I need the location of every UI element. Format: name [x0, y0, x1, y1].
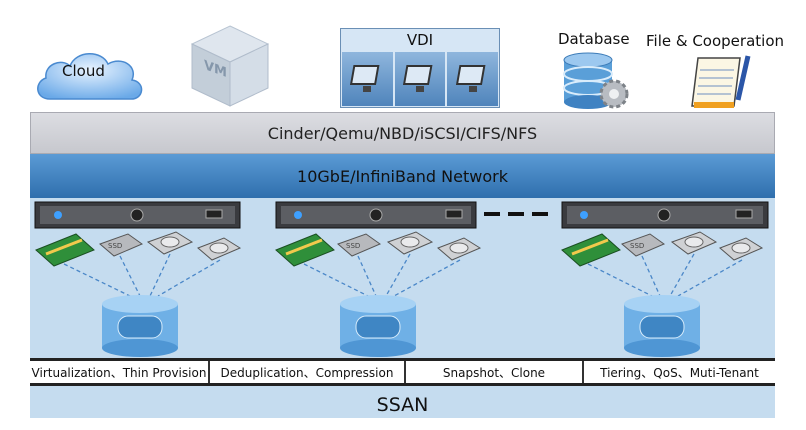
cloud-icon — [30, 44, 150, 106]
server-icon — [275, 201, 477, 229]
file-cooperation-label: File & Cooperation — [646, 32, 785, 50]
database-label: Database — [558, 30, 630, 48]
vdi-monitors — [342, 52, 499, 106]
svg-text:SSD: SSD — [108, 242, 122, 250]
ssd-icon: SSD — [337, 233, 382, 257]
vdi-label: VDI — [406, 31, 434, 49]
storage-pool-icon — [624, 295, 700, 357]
network-bar: 10GbE/InfiniBand Network — [30, 154, 775, 198]
raid-card-icon — [561, 233, 621, 267]
storage-node-2: SSD — [272, 198, 502, 358]
protocol-bar: Cinder/Qemu/NBD/iSCSI/CIFS/NFS — [30, 112, 775, 154]
more-nodes-ellipsis — [484, 212, 556, 218]
hard-disk-icon — [670, 231, 718, 255]
notepad-pen-icon — [688, 54, 758, 110]
storage-node-1: SSD — [30, 198, 260, 358]
hard-disk-icon — [197, 237, 242, 261]
hard-disk-icon — [386, 231, 434, 255]
feature-deduplication: Deduplication、Compression — [210, 361, 406, 383]
ssd-icon: SSD — [99, 233, 144, 257]
server-icon — [561, 201, 769, 229]
feature-snapshot: Snapshot、Clone — [406, 361, 584, 383]
vm-cube-icon — [188, 22, 272, 110]
svg-text:SSD: SSD — [630, 242, 644, 250]
features-row: Virtualization、Thin Provision Deduplicat… — [30, 358, 775, 386]
ssan-label: SSAN — [376, 394, 429, 416]
svg-text:SSD: SSD — [346, 242, 360, 250]
hard-disk-icon — [146, 231, 194, 255]
monitor-icon — [394, 52, 446, 106]
feature-tiering: Tiering、QoS、Muti-Tenant — [600, 365, 759, 380]
hard-disk-icon — [719, 237, 764, 261]
cloud-label: Cloud — [62, 62, 105, 80]
feature-virtualization: Virtualization、Thin Provision — [30, 361, 210, 383]
raid-card-icon — [275, 233, 335, 267]
database-gear-icon — [560, 52, 632, 110]
raid-card-icon — [35, 233, 95, 267]
monitor-icon — [342, 52, 393, 106]
ssd-icon: SSD — [621, 233, 666, 257]
monitor-icon — [447, 52, 499, 106]
hard-disk-icon — [437, 237, 482, 261]
storage-node-3: SSD — [558, 198, 775, 358]
server-icon — [34, 201, 241, 229]
storage-pool-icon — [102, 295, 178, 357]
storage-pool-icon — [340, 295, 416, 357]
